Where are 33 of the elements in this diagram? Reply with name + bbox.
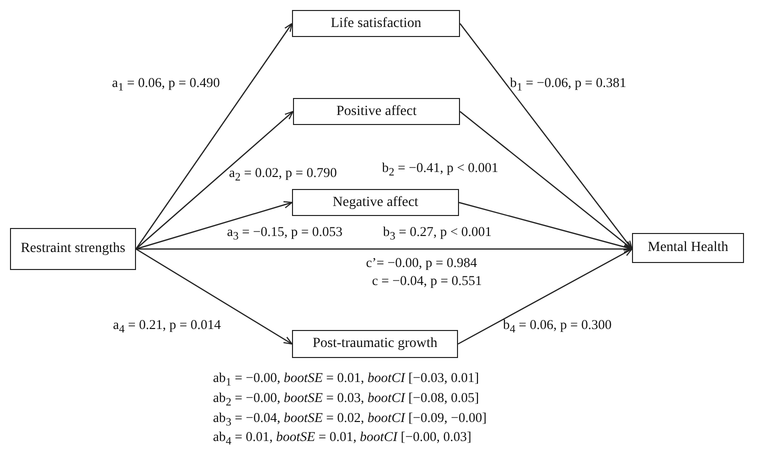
- variable-label: Restraint strengths: [20, 240, 126, 258]
- variable-box: [292, 189, 459, 216]
- indirect-effect-line: ab$_{4}$ = 0.01, bootSE = 0.01, bootCI [−0.00, 0.03]: [213, 430, 472, 448]
- variable-label: Positive affect: [336, 102, 417, 120]
- indirect-effect-line: ab$_{1}$ = −0.00, bootSE = 0.01, bootCI [−0.03, 0.01]: [213, 371, 479, 390]
- path-coefficient: b$_{3}$ = 0.27, p < 0.001: [383, 225, 492, 244]
- path-coefficient: b$_{2}$ = −0.41, p < 0.001: [382, 161, 498, 180]
- variable-box: [292, 330, 458, 358]
- variable-box: [293, 98, 460, 125]
- path-arrow: [136, 22, 293, 250]
- path-arrow: [136, 248, 293, 345]
- variable-box: [10, 228, 136, 270]
- variable-label: Life satisfaction: [330, 14, 422, 32]
- variable-box: [292, 10, 460, 37]
- path-coefficient: a$_{3}$ = −0.15, p = 0.053: [227, 225, 342, 244]
- variable-box: [632, 233, 744, 263]
- path-coefficient: a$_{4}$ = 0.21, p = 0.014: [113, 318, 221, 336]
- path-arrow: [460, 111, 633, 250]
- variable-label: Post-traumatic growth: [312, 335, 438, 353]
- indirect-effect-line: ab$_{3}$ = −0.04, bootSE = 0.02, bootCI [−0.09, −0.00]: [213, 411, 487, 430]
- path-arrow: [136, 201, 293, 250]
- path-arrow: [136, 110, 294, 250]
- path-coefficient: a$_{2}$ = 0.02, p = 0.790: [229, 166, 337, 184]
- path-coefficient: b$_{4}$ = 0.06, p = 0.300: [503, 318, 612, 336]
- path-coefficient: a$_{1}$ = 0.06, p = 0.490: [112, 76, 220, 94]
- path-arrow: [460, 23, 633, 250]
- variable-label: Mental Health: [648, 239, 728, 257]
- path-coefficient: c’= −0.00, p = 0.984: [366, 256, 477, 271]
- path-coefficient: b$_{1}$ = −0.06, p = 0.381: [510, 76, 626, 94]
- path-arrow: [458, 248, 633, 345]
- total-effect-label: c = −0.04, p = 0.551: [372, 274, 482, 289]
- variable-label: Negative affect: [332, 194, 418, 212]
- indirect-effect-line: ab$_{2}$ = −0.00, bootSE = 0.03, bootCI [−0.08, 0.05]: [213, 391, 479, 410]
